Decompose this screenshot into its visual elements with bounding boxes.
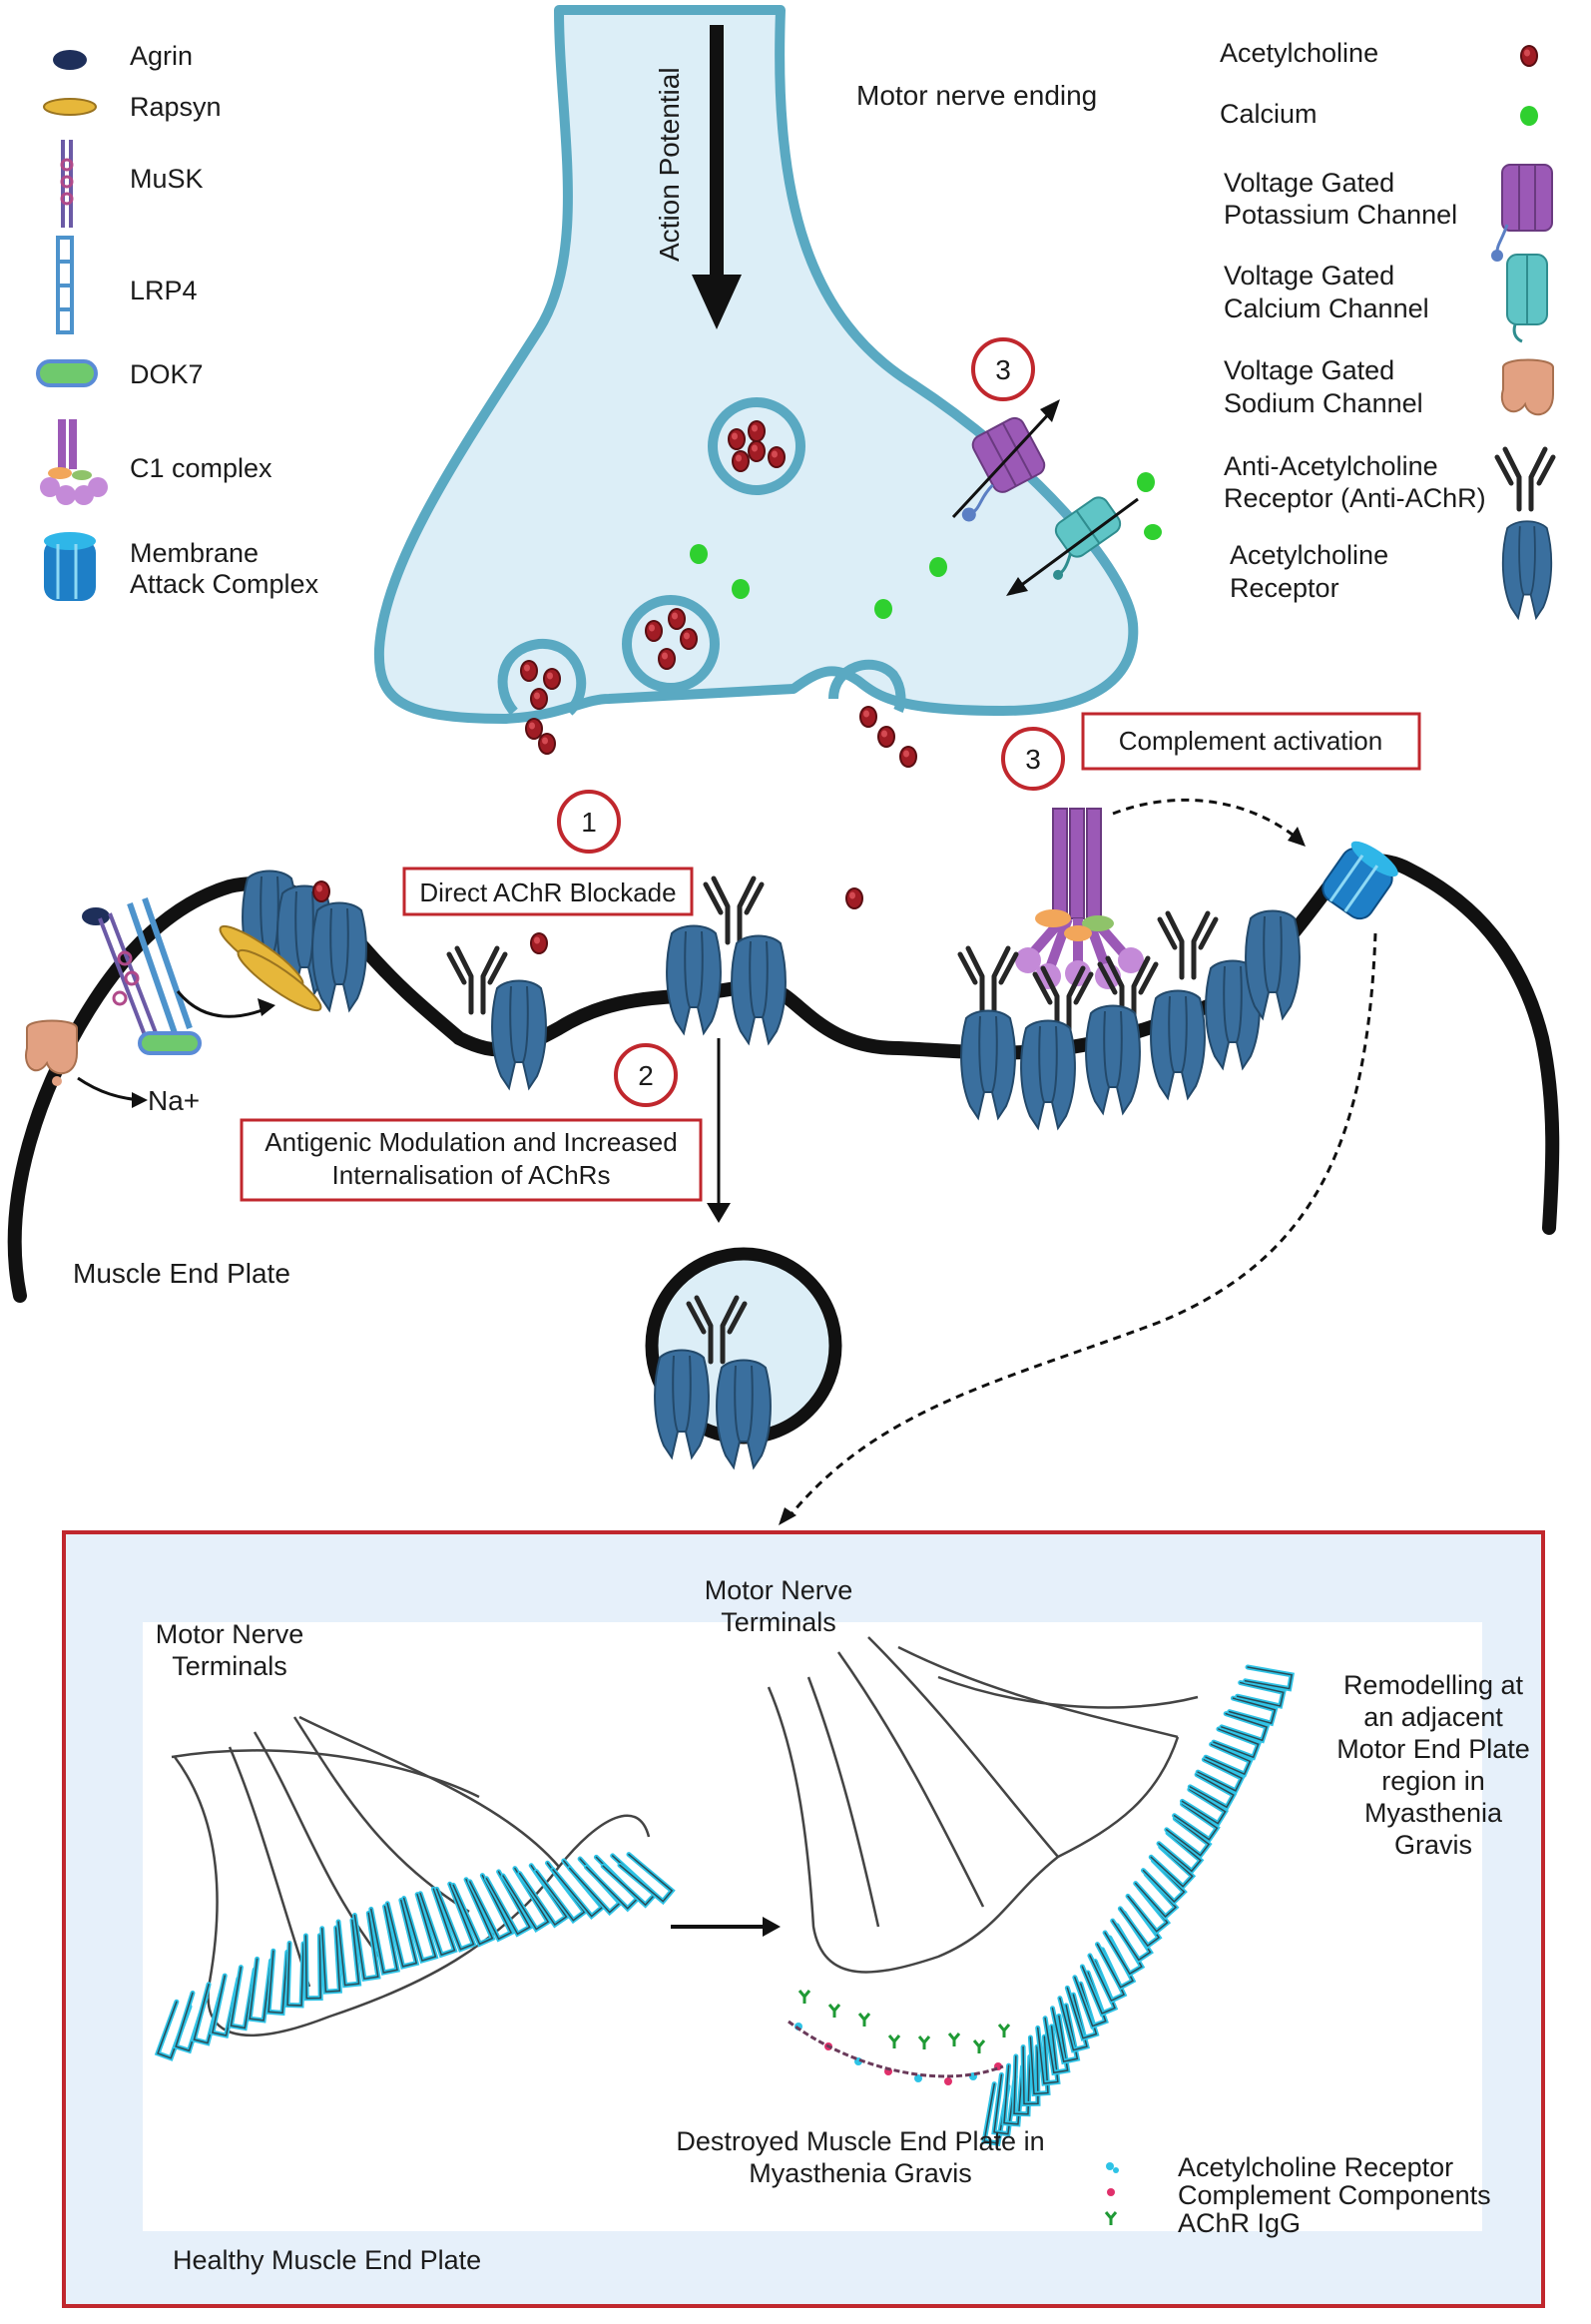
lrp4-legend-label: LRP4 [130, 276, 198, 305]
calcium-ions [690, 472, 1162, 619]
complement-dot-icon [1107, 2188, 1115, 2196]
musk-legend-label: MuSK [130, 164, 204, 194]
mechanism-1-label: Direct AChR Blockade [419, 877, 676, 907]
exocytosis-right [828, 659, 906, 713]
membrane-attack-complex-icon [44, 532, 96, 601]
calcium-icon [1520, 106, 1538, 126]
legend-left: Agrin Rapsyn MuSK LRP4 DOK7 C1 comple [36, 41, 319, 601]
healthy-end-plate-label: Healthy Muscle End Plate [173, 2245, 481, 2275]
agrin-signal-arrow [176, 990, 268, 1018]
motor-nerve-ending-label: Motor nerve ending [856, 80, 1097, 111]
destroyed-label-line1: Destroyed Muscle End Plate in [676, 2126, 1044, 2156]
mechanism-3-box [1081, 712, 1421, 771]
acetylcholine-icon [1520, 45, 1538, 67]
inset-left-terminals-line2: Terminals [172, 1651, 287, 1681]
svg-text:Acetylcholine Receptor: Acetylcholine Receptor [1178, 2152, 1453, 2182]
mac-legend-label-line1: Membrane [130, 538, 259, 568]
mechanism-3-label: Complement activation [1119, 726, 1382, 756]
svg-text:AChR IgG: AChR IgG [1178, 2208, 1301, 2238]
rapsyn-icon [43, 98, 97, 116]
achr-legend-line1: Acetylcholine [1230, 540, 1388, 570]
mechanism-3-channel-circle [971, 337, 1035, 401]
musk-lrp4-complex [82, 897, 202, 1055]
calcium-channel-icon [1506, 254, 1548, 343]
mechanism-3-channel-number: 3 [995, 354, 1011, 385]
destroyed-end-plate-debris [788, 1989, 1011, 2085]
acetylcholine-legend-label: Acetylcholine [1220, 38, 1378, 68]
calcium-influx-arrow [1015, 497, 1139, 591]
mechanism-1-box [402, 867, 694, 916]
sodium-channel-legend-line2: Sodium Channel [1224, 388, 1423, 418]
membrane-attack-complex [1322, 841, 1398, 920]
inset-left-terminals-line1: Motor Nerve [156, 1619, 304, 1649]
inset-legend: Acetylcholine Receptor Complement Compon… [1104, 2152, 1491, 2238]
exocytosis-left [497, 638, 587, 716]
c1-complex-legend-label: C1 complex [130, 453, 272, 483]
lrp4-icon [56, 236, 74, 334]
mechanism-3-number: 3 [1025, 744, 1041, 775]
healthy-achr-folds [154, 1852, 676, 2061]
complement-receptor-cluster [960, 909, 1301, 1129]
action-potential-label: Action Potential [654, 67, 685, 262]
remodelling-label: Remodelling at an adjacent Motor End Pla… [1336, 1670, 1530, 1860]
mechanism-2-circle [614, 1043, 678, 1107]
c1-complex-icon [40, 419, 108, 505]
sodium-channel-icon [1500, 358, 1554, 416]
anti-achr-legend-line1: Anti-Acetylcholine [1224, 451, 1438, 481]
legend-right: Acetylcholine Calcium Voltage Gated Pota… [1220, 38, 1556, 619]
svg-text:Myasthenia: Myasthenia [1364, 1798, 1503, 1828]
rapsyn-bundle [219, 924, 322, 1012]
mechanism-1-number: 1 [581, 807, 597, 838]
mechanism-2-box [240, 1118, 703, 1202]
mechanism-1-circle [557, 790, 621, 854]
zoom-arrow [787, 932, 1377, 1518]
dok7-legend-label: DOK7 [130, 359, 204, 389]
c1-complex [1015, 808, 1144, 989]
destroyed-label-line2: Myasthenia Gravis [749, 2158, 972, 2188]
action-potential-arrow [692, 25, 742, 329]
sodium-channel-legend-line1: Voltage Gated [1224, 355, 1394, 385]
mechanism-3-circle [1001, 727, 1065, 791]
agrin-legend-label: Agrin [130, 41, 193, 71]
achr-legend-line2: Receptor [1230, 573, 1339, 603]
anti-achr-legend-line2: Receptor (Anti-AChR) [1224, 483, 1486, 513]
calcium-channel [1053, 496, 1122, 580]
anti-achr-icon [1494, 446, 1556, 512]
mechanism-2-number: 2 [638, 1060, 654, 1091]
calcium-legend-label: Calcium [1220, 99, 1318, 129]
complement-to-mac-arrow [1112, 798, 1299, 841]
calcium-channel-legend-line2: Calcium Channel [1224, 293, 1429, 323]
dok7-icon [36, 359, 98, 387]
rapsyn-legend-label: Rapsyn [130, 92, 222, 122]
potassium-legend-line2: Potassium Channel [1224, 200, 1457, 230]
inset-mid-terminals-line1: Motor Nerve [705, 1575, 853, 1605]
svg-text:Gravis: Gravis [1394, 1830, 1472, 1860]
sodium-influx-arrow [77, 1076, 141, 1102]
mac-legend-label-line2: Attack Complex [130, 569, 319, 599]
svg-text:Complement Components: Complement Components [1178, 2180, 1491, 2210]
svg-text:Motor End Plate: Motor End Plate [1336, 1734, 1530, 1764]
agrin-icon [53, 50, 87, 70]
potassium-efflux-arrow [951, 407, 1055, 519]
potassium-legend-line1: Voltage Gated [1224, 168, 1394, 198]
calcium-channel-legend-line1: Voltage Gated [1224, 261, 1394, 290]
inset-mid-terminals-line2: Terminals [721, 1607, 836, 1637]
svg-text:Remodelling at: Remodelling at [1343, 1670, 1524, 1700]
musk-icon [60, 140, 74, 228]
muscle-end-plate-label: Muscle End Plate [73, 1258, 290, 1289]
achr-icon [1501, 520, 1553, 619]
svg-text:an adjacent: an adjacent [1363, 1702, 1503, 1732]
mg-achr-folds [981, 1664, 1295, 2147]
achr-dot-icon [1106, 2162, 1114, 2170]
mg-end-plate-drawing [767, 1636, 1199, 1974]
sodium-ion-label: Na+ [148, 1085, 200, 1116]
potassium-channel-icon [1491, 164, 1553, 262]
sodium-channel [25, 1019, 78, 1086]
mechanism-2-label-line1: Antigenic Modulation and Increased [265, 1127, 677, 1157]
svg-text:region in: region in [1381, 1766, 1485, 1796]
synaptic-vesicles [520, 397, 917, 768]
mechanism-2-label-line2: Internalisation of AChRs [332, 1160, 611, 1190]
